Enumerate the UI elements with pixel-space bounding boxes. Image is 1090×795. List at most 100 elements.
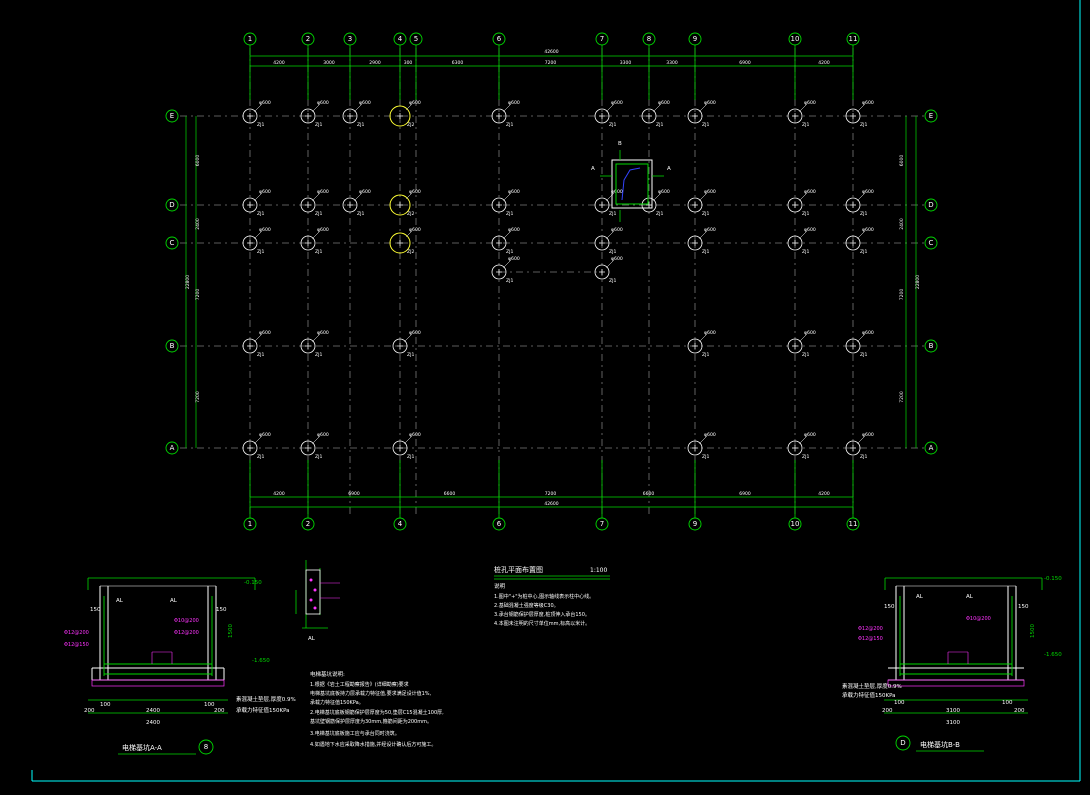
pile-leader — [405, 103, 413, 111]
pile-anno: φ600 — [409, 432, 421, 438]
pile-anno: φ600 — [704, 189, 716, 195]
aa-wall-dim-left: 150 — [90, 607, 101, 613]
pile-leader — [312, 435, 321, 444]
grid-label-top-1: 1 — [248, 35, 252, 43]
pile-anno: φ600 — [862, 432, 874, 438]
grid-bubble-bottom-4 — [393, 517, 407, 531]
pile-marker — [687, 440, 703, 456]
pile-marker — [300, 108, 316, 124]
grid-label-right-B: B — [929, 342, 934, 350]
pile-tag: ZJ1 — [257, 249, 265, 255]
pile-leader — [699, 103, 708, 112]
grid-bubble-top-6 — [492, 32, 506, 46]
dim-left: 7200 — [195, 289, 201, 301]
bb-dim-mid: 3100 — [946, 708, 960, 714]
pile-anno: φ600 — [508, 227, 520, 233]
pile-marker — [300, 440, 316, 456]
grid-label-left-D: D — [169, 201, 174, 209]
bb-dim-100-right: 100 — [1002, 700, 1013, 706]
pile-anno: φ600 — [804, 100, 816, 106]
grid-label-left-B: B — [170, 342, 175, 350]
dim-top: 2900 — [369, 60, 381, 66]
pile-tag: ZJ1 — [315, 454, 323, 460]
pile-tag: ZJ1 — [860, 211, 868, 217]
bb-height-dim: 1500 — [1030, 624, 1036, 638]
pile-marker — [242, 108, 258, 124]
bb-rebar-1: Φ12@200 — [858, 626, 883, 632]
dim-top-total: 42600 — [544, 49, 558, 55]
pile-tag: ZJ1 — [802, 122, 810, 128]
pile-leader — [503, 259, 512, 268]
pile-leader — [405, 230, 413, 238]
bb-rebar-3: Φ10@200 — [966, 616, 991, 622]
grid-label-top-3: 3 — [348, 35, 352, 43]
bb-rebar-2: Φ12@150 — [858, 636, 883, 642]
grid-label-top-10: 10 — [791, 35, 800, 43]
dim-bottom: 4200 — [273, 491, 285, 497]
pile-tag: ZJ1 — [702, 122, 710, 128]
pile-tag: ZJ1 — [506, 249, 514, 255]
dim-top: 6900 — [739, 60, 751, 66]
pile-marker — [594, 235, 610, 251]
pile-tag: ZJ1 — [506, 278, 514, 284]
grid-label-top-2: 2 — [306, 35, 310, 43]
pile-leader — [254, 103, 263, 112]
grid-label-right-A: A — [929, 444, 934, 452]
pile-tag: ZJ1 — [656, 211, 664, 217]
grid-label-bottom-2: 2 — [306, 520, 310, 528]
pile-anno: φ600 — [409, 189, 421, 195]
pile-marker — [242, 338, 258, 354]
grid-label-bottom-1: 1 — [248, 520, 252, 528]
pile-marker — [389, 194, 411, 216]
grid-label-top-9: 9 — [693, 35, 697, 43]
pile-leader — [312, 192, 321, 201]
pit-note-line: 承载力特征值150KPa。 — [310, 699, 364, 706]
pile-tag: ZJ1 — [407, 352, 415, 358]
dim-right: 2400 — [899, 218, 905, 230]
pile-anno: φ600 — [317, 189, 329, 195]
pile-tag: ZJ1 — [357, 122, 365, 128]
pit-notes-heading: 电梯基坑说明: — [310, 670, 345, 678]
dim-left: 6000 — [195, 155, 201, 167]
dim-top: 3300 — [666, 60, 678, 66]
pile-leader — [312, 333, 321, 342]
grid-label-bottom-11: 11 — [849, 520, 858, 528]
grid-label-top-11: 11 — [849, 35, 858, 43]
grid-label-top-7: 7 — [600, 35, 604, 43]
pile-tag: ZJ1 — [802, 352, 810, 358]
dim-bottom: 6600 — [643, 491, 655, 497]
pile-anno: φ600 — [317, 330, 329, 336]
pile-marker — [787, 440, 803, 456]
bb-al-right: AL — [966, 594, 974, 600]
pile-tag: ZJ1 — [802, 211, 810, 217]
plan-note-3: 3.承台钢筋保护层厚度,桩顶伸入承台150。 — [494, 611, 590, 618]
grid-bubble-right-C — [924, 236, 938, 250]
pile-leader — [503, 192, 512, 201]
grid-bubble-top-11 — [846, 32, 860, 46]
pile-marker — [491, 264, 507, 280]
pile-anno: φ600 — [508, 189, 520, 195]
pile-anno: φ600 — [862, 189, 874, 195]
grid-bubble-right-B — [924, 339, 938, 353]
pile-tag: ZJ1 — [702, 352, 710, 358]
pile-tag: ZJ2 — [407, 211, 415, 217]
dim-left: 7200 — [195, 391, 201, 403]
grid-bubble-left-D — [165, 198, 179, 212]
section-bb: -0.150 -1.650 1500 150 150 AL AL Φ12@200… — [842, 576, 1062, 752]
pile-tag: ZJ1 — [506, 122, 514, 128]
pile-anno: φ600 — [704, 432, 716, 438]
plan-title: 桩孔平面布置图 — [494, 565, 543, 574]
aa-wall-dim-right: 150 — [216, 607, 227, 613]
grid-bubble-bottom-9 — [688, 517, 702, 531]
aa-rebar-2: Φ12@150 — [64, 642, 89, 648]
bb-elev-bottom: -1.650 — [1044, 652, 1062, 658]
pile-tag: ZJ1 — [609, 278, 617, 284]
pile-marker — [845, 235, 861, 251]
pile-marker — [342, 197, 358, 213]
pile-anno: φ600 — [804, 189, 816, 195]
pile-leader — [799, 103, 808, 112]
pile-tag: ZJ1 — [257, 211, 265, 217]
plan-scale: 1:100 — [590, 567, 607, 574]
pile-marker — [641, 197, 657, 213]
